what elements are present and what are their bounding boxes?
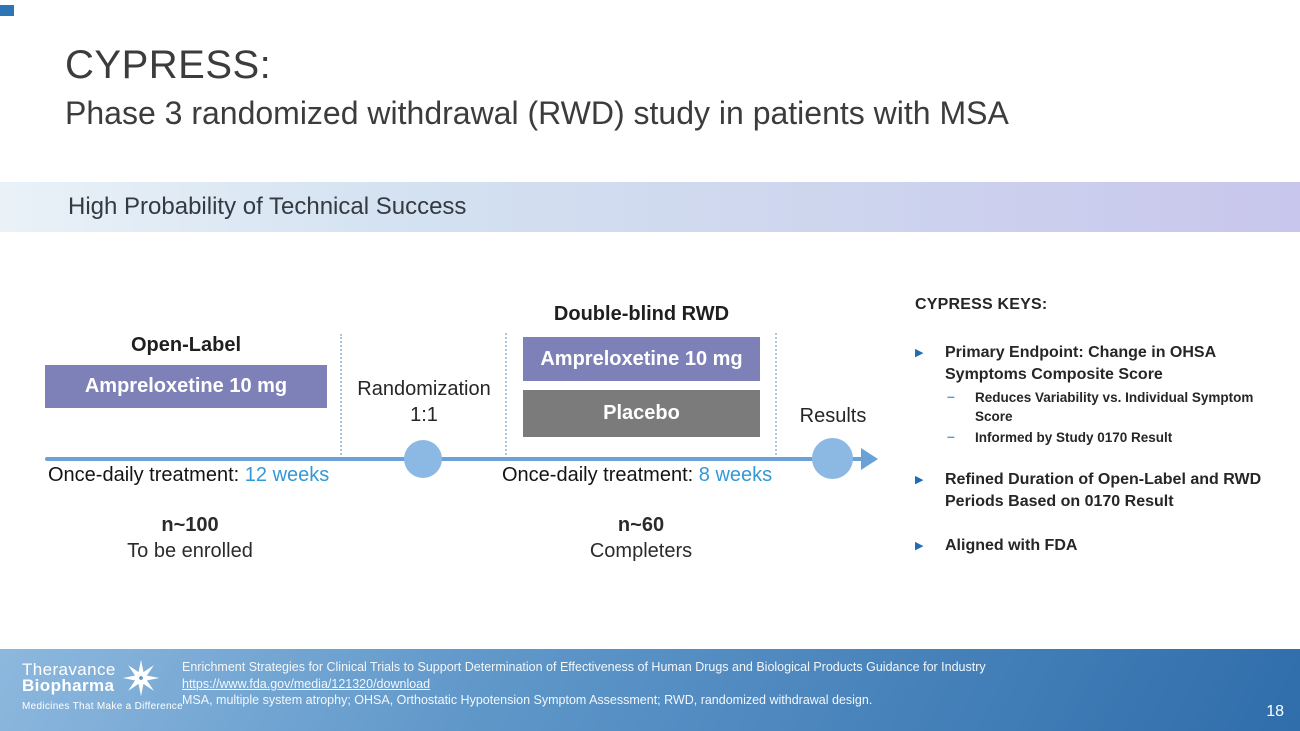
randomization-dot-icon — [404, 440, 442, 478]
double-blind-drug-box: Ampreloxetine 10 mg — [523, 337, 760, 381]
double-blind-duration: Once-daily treatment: 8 weeks — [502, 464, 772, 487]
divider-results — [775, 333, 777, 459]
enrollment-caption: To be enrolled — [127, 540, 253, 562]
divider-randomization-end — [505, 333, 507, 459]
duration-label-text: Once-daily treatment: — [502, 464, 694, 486]
key-bullet-2: ▶ Refined Duration of Open-Label and RWD… — [915, 469, 1265, 513]
results-dot-icon — [812, 438, 853, 479]
completers-n: n~60 — [617, 514, 665, 536]
theravance-logo: Theravance Biopharma Medicines That Make… — [22, 659, 183, 712]
timeline-line — [45, 457, 863, 461]
divider-randomization-start — [340, 334, 342, 459]
completers-caption: Completers — [589, 540, 693, 562]
placebo-box: Placebo — [523, 390, 760, 437]
duration-label-text: Once-daily treatment: — [48, 464, 240, 486]
key-subbullet-1a: – Reduces Variability vs. Individual Sym… — [947, 388, 1265, 426]
results-label: Results — [799, 405, 867, 427]
title-block: CYPRESS: Phase 3 randomized withdrawal (… — [65, 42, 1009, 132]
key-bullet-text: Aligned with FDA — [945, 537, 1078, 554]
dash-bullet-icon: – — [947, 388, 955, 404]
duration-value-text: 12 weeks — [244, 464, 330, 486]
key-bullet-text: Refined Duration of Open-Label and RWD P… — [945, 471, 1262, 510]
open-label-drug-box: Ampreloxetine 10 mg — [45, 365, 327, 408]
open-label-duration: Once-daily treatment: 12 weeks — [48, 464, 329, 487]
key-subbullet-text: Informed by Study 0170 Result — [975, 430, 1173, 445]
key-subbullet-text: Reduces Variability vs. Individual Sympt… — [975, 390, 1254, 424]
page-number: 18 — [1266, 703, 1284, 720]
key-bullet-1: ▶ Primary Endpoint: Change in OHSA Sympt… — [915, 342, 1265, 386]
randomization-line2: 1:1 — [410, 404, 438, 426]
key-subbullet-1b: – Informed by Study 0170 Result — [947, 428, 1265, 447]
keys-title: CYPRESS KEYS: — [915, 296, 1048, 313]
footnote-line1: Enrichment Strategies for Clinical Trial… — [182, 660, 986, 674]
enrollment-count-block: n~100 To be enrolled — [45, 512, 335, 565]
key-bullet-text: Primary Endpoint: Change in OHSA Symptom… — [945, 344, 1216, 383]
slide-subtitle: Phase 3 randomized withdrawal (RWD) stud… — [65, 95, 1009, 131]
logo-name-line1: Theravance — [22, 660, 116, 679]
study-design-diagram: Open-Label Ampreloxetine 10 mg Randomiza… — [0, 240, 900, 600]
corner-accent — [0, 5, 14, 16]
dash-bullet-icon: – — [947, 428, 955, 444]
theravance-star-icon — [122, 659, 160, 697]
triangle-bullet-icon: ▶ — [915, 347, 924, 359]
triangle-bullet-icon: ▶ — [915, 540, 924, 552]
randomization-label: Randomization 1:1 — [345, 376, 503, 428]
footnotes: Enrichment Strategies for Clinical Trial… — [182, 659, 1102, 709]
double-blind-header: Double-blind RWD — [553, 303, 730, 325]
logo-tagline: Medicines That Make a Difference — [22, 701, 183, 712]
duration-value-text: 8 weeks — [698, 464, 773, 486]
triangle-bullet-icon: ▶ — [915, 474, 924, 486]
timeline-arrowhead-icon — [861, 448, 878, 470]
banner-text: High Probability of Technical Success — [68, 193, 467, 220]
completers-count-block: n~60 Completers — [500, 512, 782, 565]
cypress-keys-panel: CYPRESS KEYS: ▶ Primary Endpoint: Change… — [915, 296, 1265, 557]
footnote-abbreviations: MSA, multiple system atrophy; OHSA, Orth… — [182, 693, 873, 707]
open-label-header: Open-Label — [130, 334, 241, 356]
footer-bar: Theravance Biopharma Medicines That Make… — [0, 649, 1300, 731]
fda-guidance-link[interactable]: https://www.fda.gov/media/121320/downloa… — [182, 676, 431, 691]
key-bullet-3: ▶ Aligned with FDA — [915, 535, 1265, 557]
slide-title: CYPRESS: — [65, 43, 272, 87]
logo-name-line2: Biopharma — [22, 676, 115, 695]
randomization-line1: Randomization — [357, 378, 491, 400]
highlight-banner: High Probability of Technical Success — [0, 182, 1300, 232]
enrollment-n: n~100 — [161, 514, 219, 536]
